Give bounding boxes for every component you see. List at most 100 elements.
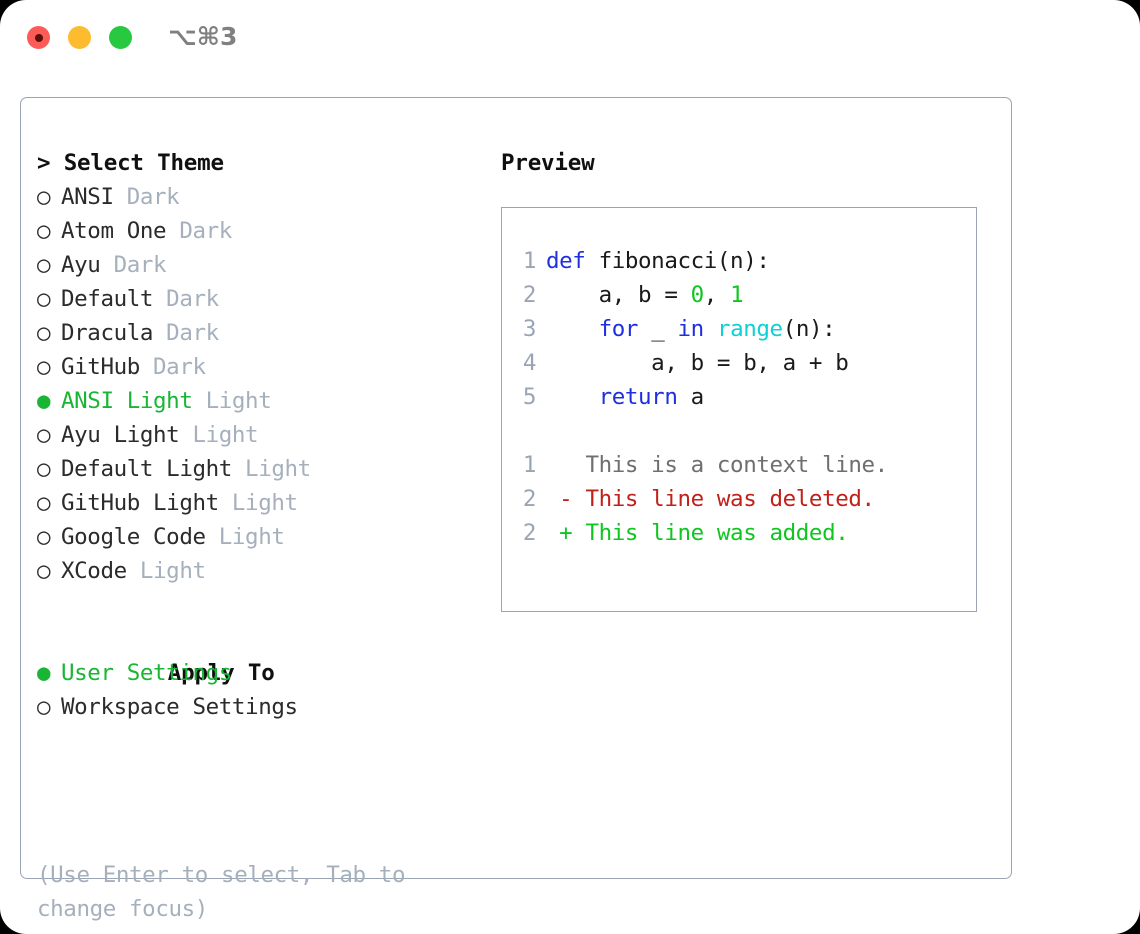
code-token: in bbox=[677, 316, 705, 342]
theme-list-item[interactable]: ○ Default Dark bbox=[37, 282, 477, 316]
radio-unselected-icon[interactable]: ○ bbox=[37, 524, 65, 550]
code-token: return bbox=[598, 384, 678, 410]
code-token: def bbox=[546, 248, 586, 274]
code-line: 5 return a bbox=[502, 380, 976, 414]
code-token: for bbox=[598, 316, 639, 342]
code-line: 2 a, b = 0, 1 bbox=[502, 278, 976, 312]
theme-list: ○ ANSI Dark○ Atom One Dark○ Ayu Dark○ De… bbox=[37, 180, 477, 588]
title-bar: ⌥⌘3 bbox=[0, 0, 1140, 78]
code-token bbox=[704, 316, 717, 342]
theme-name-label: Atom One bbox=[61, 218, 180, 244]
diff-text: This line was deleted. bbox=[572, 486, 875, 512]
radio-unselected-icon[interactable]: ○ bbox=[37, 422, 65, 448]
radio-unselected-icon[interactable]: ○ bbox=[37, 490, 65, 516]
code-token: 0 bbox=[690, 282, 705, 308]
code-token: range bbox=[716, 316, 783, 342]
theme-kind-label: Dark bbox=[153, 354, 206, 380]
code-token: fibonacci(n): bbox=[585, 248, 770, 274]
code-line: 4 a, b = b, a + b bbox=[502, 346, 976, 380]
theme-list-item[interactable]: ○ GitHub Light Light bbox=[37, 486, 477, 520]
diff-line: 2 - This line was deleted. bbox=[502, 482, 976, 516]
theme-name-label: GitHub bbox=[61, 354, 154, 380]
window-controls bbox=[27, 26, 132, 49]
select-theme-header: > Select Theme bbox=[37, 150, 224, 176]
radio-selected-icon[interactable]: ● bbox=[37, 388, 65, 414]
theme-kind-label: Light bbox=[139, 558, 206, 584]
diff-text: This is a context line. bbox=[572, 452, 888, 478]
preview-header: Preview bbox=[501, 150, 595, 176]
keyboard-hint: (Use Enter to select, Tab to change focu… bbox=[37, 862, 406, 922]
code-line: 1 def fibonacci(n): bbox=[502, 244, 976, 278]
apply-to-list: ● User Settings○ Workspace Settings bbox=[37, 656, 477, 724]
apply-to-option-label: Workspace Settings bbox=[61, 694, 298, 720]
code-token bbox=[546, 384, 599, 410]
theme-name-label: ANSI Light bbox=[61, 388, 206, 414]
radio-unselected-icon[interactable]: ○ bbox=[37, 252, 65, 278]
apply-to-option[interactable]: ● User Settings bbox=[37, 656, 477, 690]
theme-list-item[interactable]: ○ Dracula Dark bbox=[37, 316, 477, 350]
theme-kind-label: Dark bbox=[126, 184, 180, 210]
theme-kind-label: Light bbox=[218, 524, 285, 550]
line-number: 1 bbox=[522, 452, 537, 478]
line-number: 4 bbox=[522, 350, 537, 376]
code-token: (n): bbox=[782, 316, 836, 342]
close-button[interactable] bbox=[27, 26, 50, 49]
theme-name-label: ANSI bbox=[61, 184, 127, 210]
theme-kind-label: Dark bbox=[113, 252, 167, 278]
radio-unselected-icon[interactable]: ○ bbox=[37, 558, 65, 584]
theme-list-item[interactable]: ○ ANSI Dark bbox=[37, 180, 477, 214]
maximize-button[interactable] bbox=[109, 26, 132, 49]
diff-marker: + bbox=[546, 520, 573, 546]
minimize-button[interactable] bbox=[68, 26, 91, 49]
theme-name-label: Google Code bbox=[61, 524, 219, 550]
diff-line: 2 + This line was added. bbox=[502, 516, 976, 550]
theme-list-item[interactable]: ○ XCode Light bbox=[37, 554, 477, 588]
theme-kind-label: Light bbox=[205, 388, 272, 414]
theme-list-item[interactable]: ○ Ayu Dark bbox=[37, 248, 477, 282]
theme-selector-column: > Select Theme ○ ANSI Dark○ Atom One Dar… bbox=[37, 146, 477, 724]
theme-kind-label: Light bbox=[245, 456, 311, 482]
theme-list-item[interactable]: ● ANSI Light Light bbox=[37, 384, 477, 418]
diff-line: 1 This is a context line. bbox=[502, 448, 976, 482]
code-line: 3 for _ in range(n): bbox=[502, 312, 976, 346]
main-panel: > Select Theme ○ ANSI Dark○ Atom One Dar… bbox=[20, 97, 1012, 922]
radio-unselected-icon[interactable]: ○ bbox=[37, 354, 65, 380]
code-token: 1 bbox=[730, 282, 744, 308]
radio-unselected-icon[interactable]: ○ bbox=[37, 218, 65, 244]
line-number: 2 bbox=[522, 520, 537, 546]
line-number: 3 bbox=[522, 316, 537, 342]
code-token: a, b = bbox=[546, 282, 691, 308]
list-spacer bbox=[37, 588, 477, 622]
keyboard-shortcut-label: ⌥⌘3 bbox=[168, 22, 238, 51]
theme-list-item[interactable]: ○ Ayu Light Light bbox=[37, 418, 477, 452]
diff-marker: - bbox=[546, 486, 573, 512]
theme-name-label: XCode bbox=[61, 558, 140, 584]
radio-unselected-icon[interactable]: ○ bbox=[37, 320, 65, 346]
diff-text: This line was added. bbox=[572, 520, 849, 546]
code-token: a, b = b, a + b bbox=[546, 350, 849, 376]
diff-lines: 1 This is a context line.2 - This line w… bbox=[502, 448, 976, 550]
apply-to-header-label: Apply To bbox=[167, 660, 275, 686]
theme-list-item[interactable]: ○ GitHub Dark bbox=[37, 350, 477, 384]
apply-to-option[interactable]: ○ Workspace Settings bbox=[37, 690, 477, 724]
radio-unselected-icon[interactable]: ○ bbox=[37, 286, 65, 312]
radio-unselected-icon[interactable]: ○ bbox=[37, 184, 65, 210]
line-number: 5 bbox=[522, 384, 537, 410]
theme-name-label: Ayu Light bbox=[61, 422, 193, 448]
line-number: 1 bbox=[522, 248, 537, 274]
apply-to-option-label: User Settings bbox=[61, 660, 232, 686]
theme-list-item[interactable]: ○ Default Light Light bbox=[37, 452, 477, 486]
radio-selected-icon[interactable]: ● bbox=[37, 660, 65, 686]
theme-kind-label: Dark bbox=[166, 320, 219, 346]
theme-name-label: Ayu bbox=[61, 252, 114, 278]
theme-kind-label: Light bbox=[231, 490, 298, 516]
radio-unselected-icon[interactable]: ○ bbox=[37, 694, 65, 720]
theme-name-label: Default bbox=[61, 286, 167, 312]
theme-list-item[interactable]: ○ Google Code Light bbox=[37, 520, 477, 554]
theme-list-item[interactable]: ○ Atom One Dark bbox=[37, 214, 477, 248]
radio-unselected-icon[interactable]: ○ bbox=[37, 456, 65, 482]
